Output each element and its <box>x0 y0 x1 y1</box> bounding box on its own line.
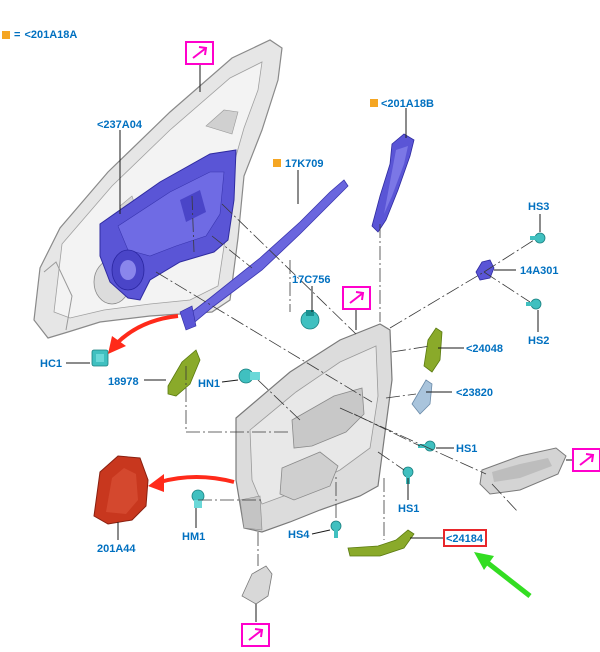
label-HN1[interactable]: HN1 <box>198 378 220 390</box>
label-24048[interactable]: <24048 <box>466 343 503 355</box>
label-HS3[interactable]: HS3 <box>528 201 549 213</box>
belt-moulding-17K709 <box>179 179 349 331</box>
label-17K709[interactable]: 17K709 <box>285 158 324 170</box>
legend: = <201A18A <box>2 29 77 41</box>
orange-square-marker-icon <box>370 99 378 107</box>
label-17C756[interactable]: 17C756 <box>292 274 331 286</box>
clip-17C756 <box>300 310 320 330</box>
orange-square-marker-icon <box>273 159 281 167</box>
screw-HS2 <box>526 298 542 310</box>
external-link-icon[interactable] <box>241 623 270 647</box>
label-237A04[interactable]: <237A04 <box>97 119 143 131</box>
screw-HS4 <box>330 520 342 538</box>
green-arrow <box>474 552 532 598</box>
assembly-lines <box>155 195 535 566</box>
label-HS1-upper[interactable]: HS1 <box>456 443 477 455</box>
clip-HC1 <box>91 349 109 367</box>
seal-201A18B <box>371 133 415 233</box>
label-HC1[interactable]: HC1 <box>40 358 62 370</box>
clip-HN1 <box>238 368 260 384</box>
trim-18978 <box>167 349 201 397</box>
label-23820[interactable]: <23820 <box>456 387 493 399</box>
red-arrow-lower <box>148 474 235 492</box>
screw-HS3 <box>530 232 546 244</box>
orange-square-marker-icon <box>2 31 10 39</box>
label-201A44[interactable]: 201A44 <box>97 543 136 555</box>
lower-bracket <box>241 565 273 605</box>
label-14A301[interactable]: 14A301 <box>520 265 559 277</box>
bracket-14A301 <box>475 259 495 281</box>
label-24184[interactable]: <24184 <box>446 533 484 545</box>
trim-24048 <box>423 327 443 373</box>
red-arrow-upper <box>108 314 179 354</box>
legend-code: <201A18A <box>24 29 78 41</box>
label-HM1[interactable]: HM1 <box>182 531 205 543</box>
label-HS1-lower[interactable]: HS1 <box>398 503 419 515</box>
label-HS2[interactable]: HS2 <box>528 335 549 347</box>
trim-24184 <box>347 529 415 557</box>
speaker-grille-23820 <box>411 379 433 415</box>
legend-separator: = <box>14 29 21 41</box>
label-201A18B[interactable]: <201A18B <box>381 98 434 110</box>
leader-lines <box>66 64 574 622</box>
external-link-icon[interactable] <box>342 286 371 310</box>
pad-201A44 <box>93 455 149 525</box>
screw-HS1a <box>418 440 436 452</box>
external-link-icon[interactable] <box>572 448 600 472</box>
external-link-icon[interactable] <box>185 41 214 65</box>
label-HS4[interactable]: HS4 <box>288 529 310 541</box>
highlight-box-24184 <box>443 529 487 547</box>
label-18978[interactable]: 18978 <box>108 376 139 388</box>
window-switch-assembly <box>479 447 567 495</box>
inner-panel-237A04 <box>99 149 237 301</box>
clip-HM1 <box>191 489 205 508</box>
door-trim-panel <box>235 323 393 533</box>
